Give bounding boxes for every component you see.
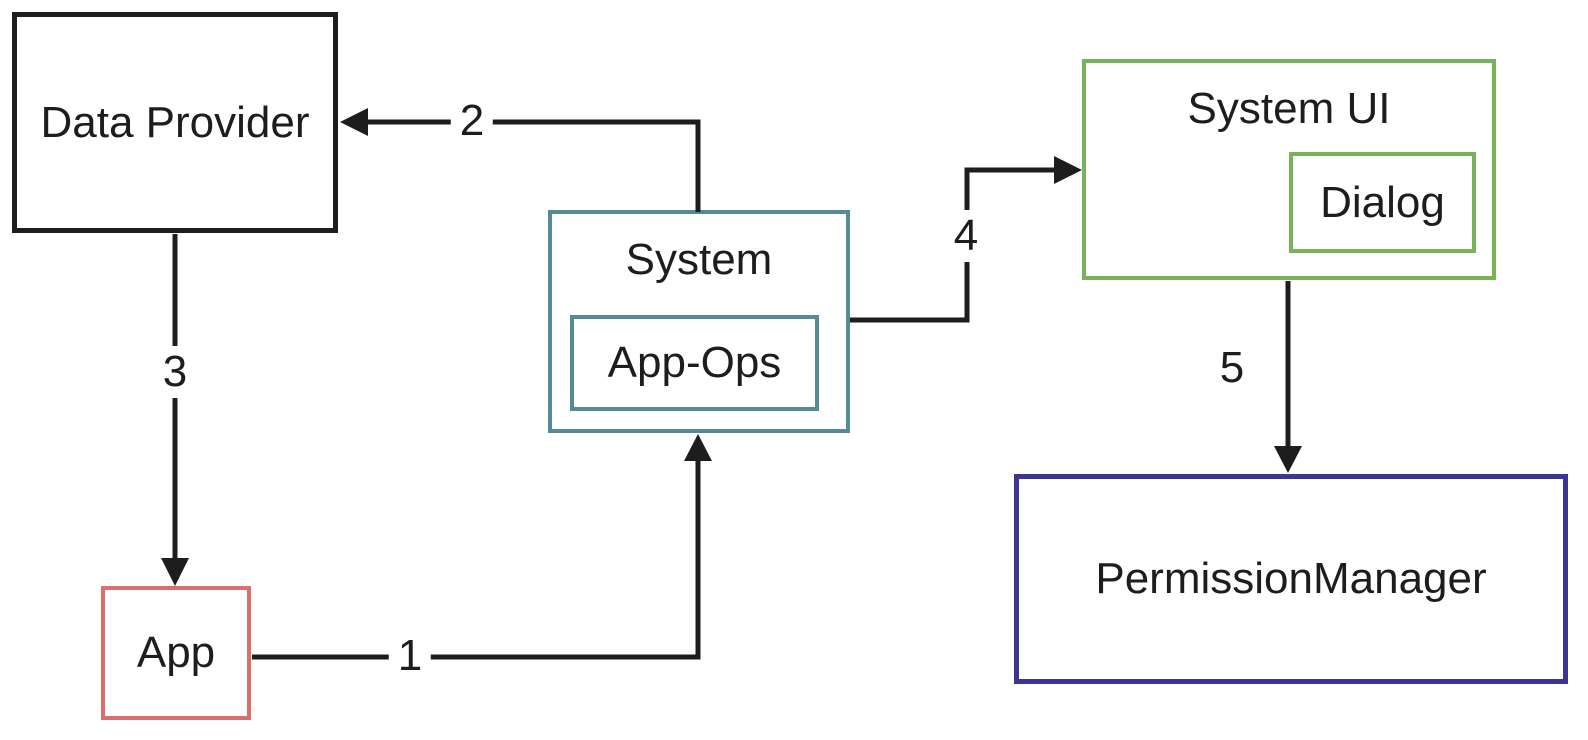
node-system-ui-label: System UI (1187, 84, 1391, 133)
arrow-1-line (252, 458, 701, 660)
arrow-5-head (1274, 446, 1302, 473)
node-dialog-label: Dialog (1320, 177, 1445, 227)
arrow-1-head (684, 434, 712, 461)
edge-label-2: 2 (450, 95, 494, 147)
edge-label-3: 3 (153, 346, 197, 398)
node-app-ops: App-Ops (570, 315, 819, 411)
node-permission-manager: PermissionManager (1014, 474, 1568, 684)
node-dialog: Dialog (1289, 152, 1476, 253)
edge-label-4: 4 (944, 210, 988, 262)
node-permission-manager-label: PermissionManager (1095, 554, 1487, 603)
node-app-ops-label: App-Ops (607, 338, 782, 387)
node-data-provider: Data Provider (12, 12, 338, 233)
edge-label-1: 1 (388, 630, 432, 682)
node-system-label: System (625, 235, 773, 284)
node-app-label: App (136, 628, 216, 677)
arrow-3-head (161, 558, 189, 586)
node-app: App (101, 586, 251, 720)
edge-label-5: 5 (1210, 342, 1254, 394)
arrow-4-head (1054, 156, 1082, 184)
node-data-provider-label: Data Provider (40, 97, 310, 147)
arrow-2-head (340, 108, 368, 136)
arrow-2-line (364, 119, 701, 212)
